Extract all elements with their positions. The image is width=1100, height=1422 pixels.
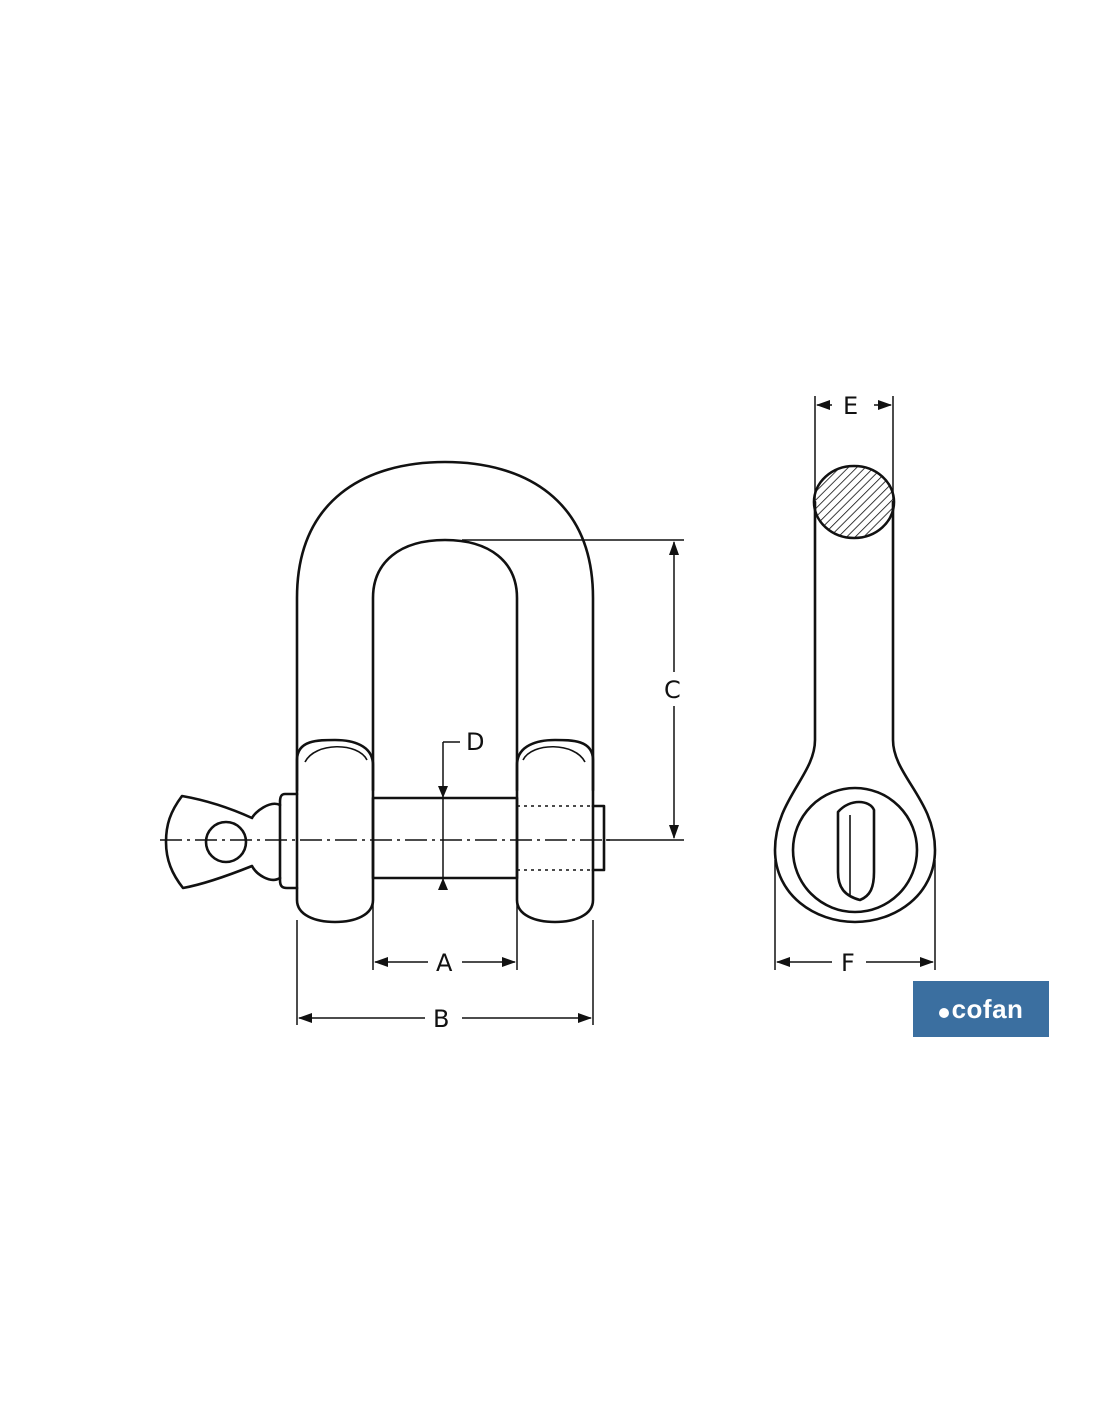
side-view-pin-slot bbox=[836, 800, 876, 902]
shackle-pin-tip bbox=[591, 804, 606, 872]
dimension-d: D bbox=[438, 728, 484, 890]
shackle-side-view bbox=[773, 464, 937, 924]
dimension-f: F bbox=[774, 860, 936, 977]
left-lug-highlight bbox=[304, 745, 368, 763]
side-view-section-hatched bbox=[812, 464, 896, 540]
shackle-bow-outer bbox=[295, 460, 595, 792]
side-view-eye-ring bbox=[791, 786, 919, 914]
shackle-front-view bbox=[160, 460, 612, 924]
dimension-label-a: A bbox=[436, 949, 453, 977]
dimension-b: B bbox=[296, 920, 594, 1033]
logo-text: cofan bbox=[951, 993, 1024, 1024]
dimension-label-b: B bbox=[433, 1005, 449, 1033]
dimension-e: E bbox=[814, 392, 894, 500]
dimension-label-f: F bbox=[841, 949, 855, 977]
dimension-label-e: E bbox=[843, 392, 858, 420]
shackle-pin-collar bbox=[278, 792, 299, 890]
dimension-label-d: D bbox=[466, 728, 484, 756]
dimension-a: A bbox=[372, 900, 518, 977]
cofan-logo: cofan bbox=[913, 981, 1049, 1037]
logo-dot-icon bbox=[938, 1008, 949, 1018]
shackle-bow-inner bbox=[371, 538, 519, 792]
shackle-left-lug bbox=[295, 738, 375, 924]
shackle-right-lug bbox=[515, 738, 595, 924]
side-view-body bbox=[773, 500, 937, 924]
shackle-pin-body bbox=[371, 796, 519, 880]
pin-thread-lines bbox=[517, 805, 596, 871]
pin-eye-hole bbox=[204, 820, 248, 864]
dimension-c: C bbox=[462, 539, 684, 841]
dimension-label-c: C bbox=[664, 676, 681, 704]
right-lug-highlight bbox=[522, 745, 586, 763]
shackle-pin-eye-head bbox=[164, 794, 282, 890]
